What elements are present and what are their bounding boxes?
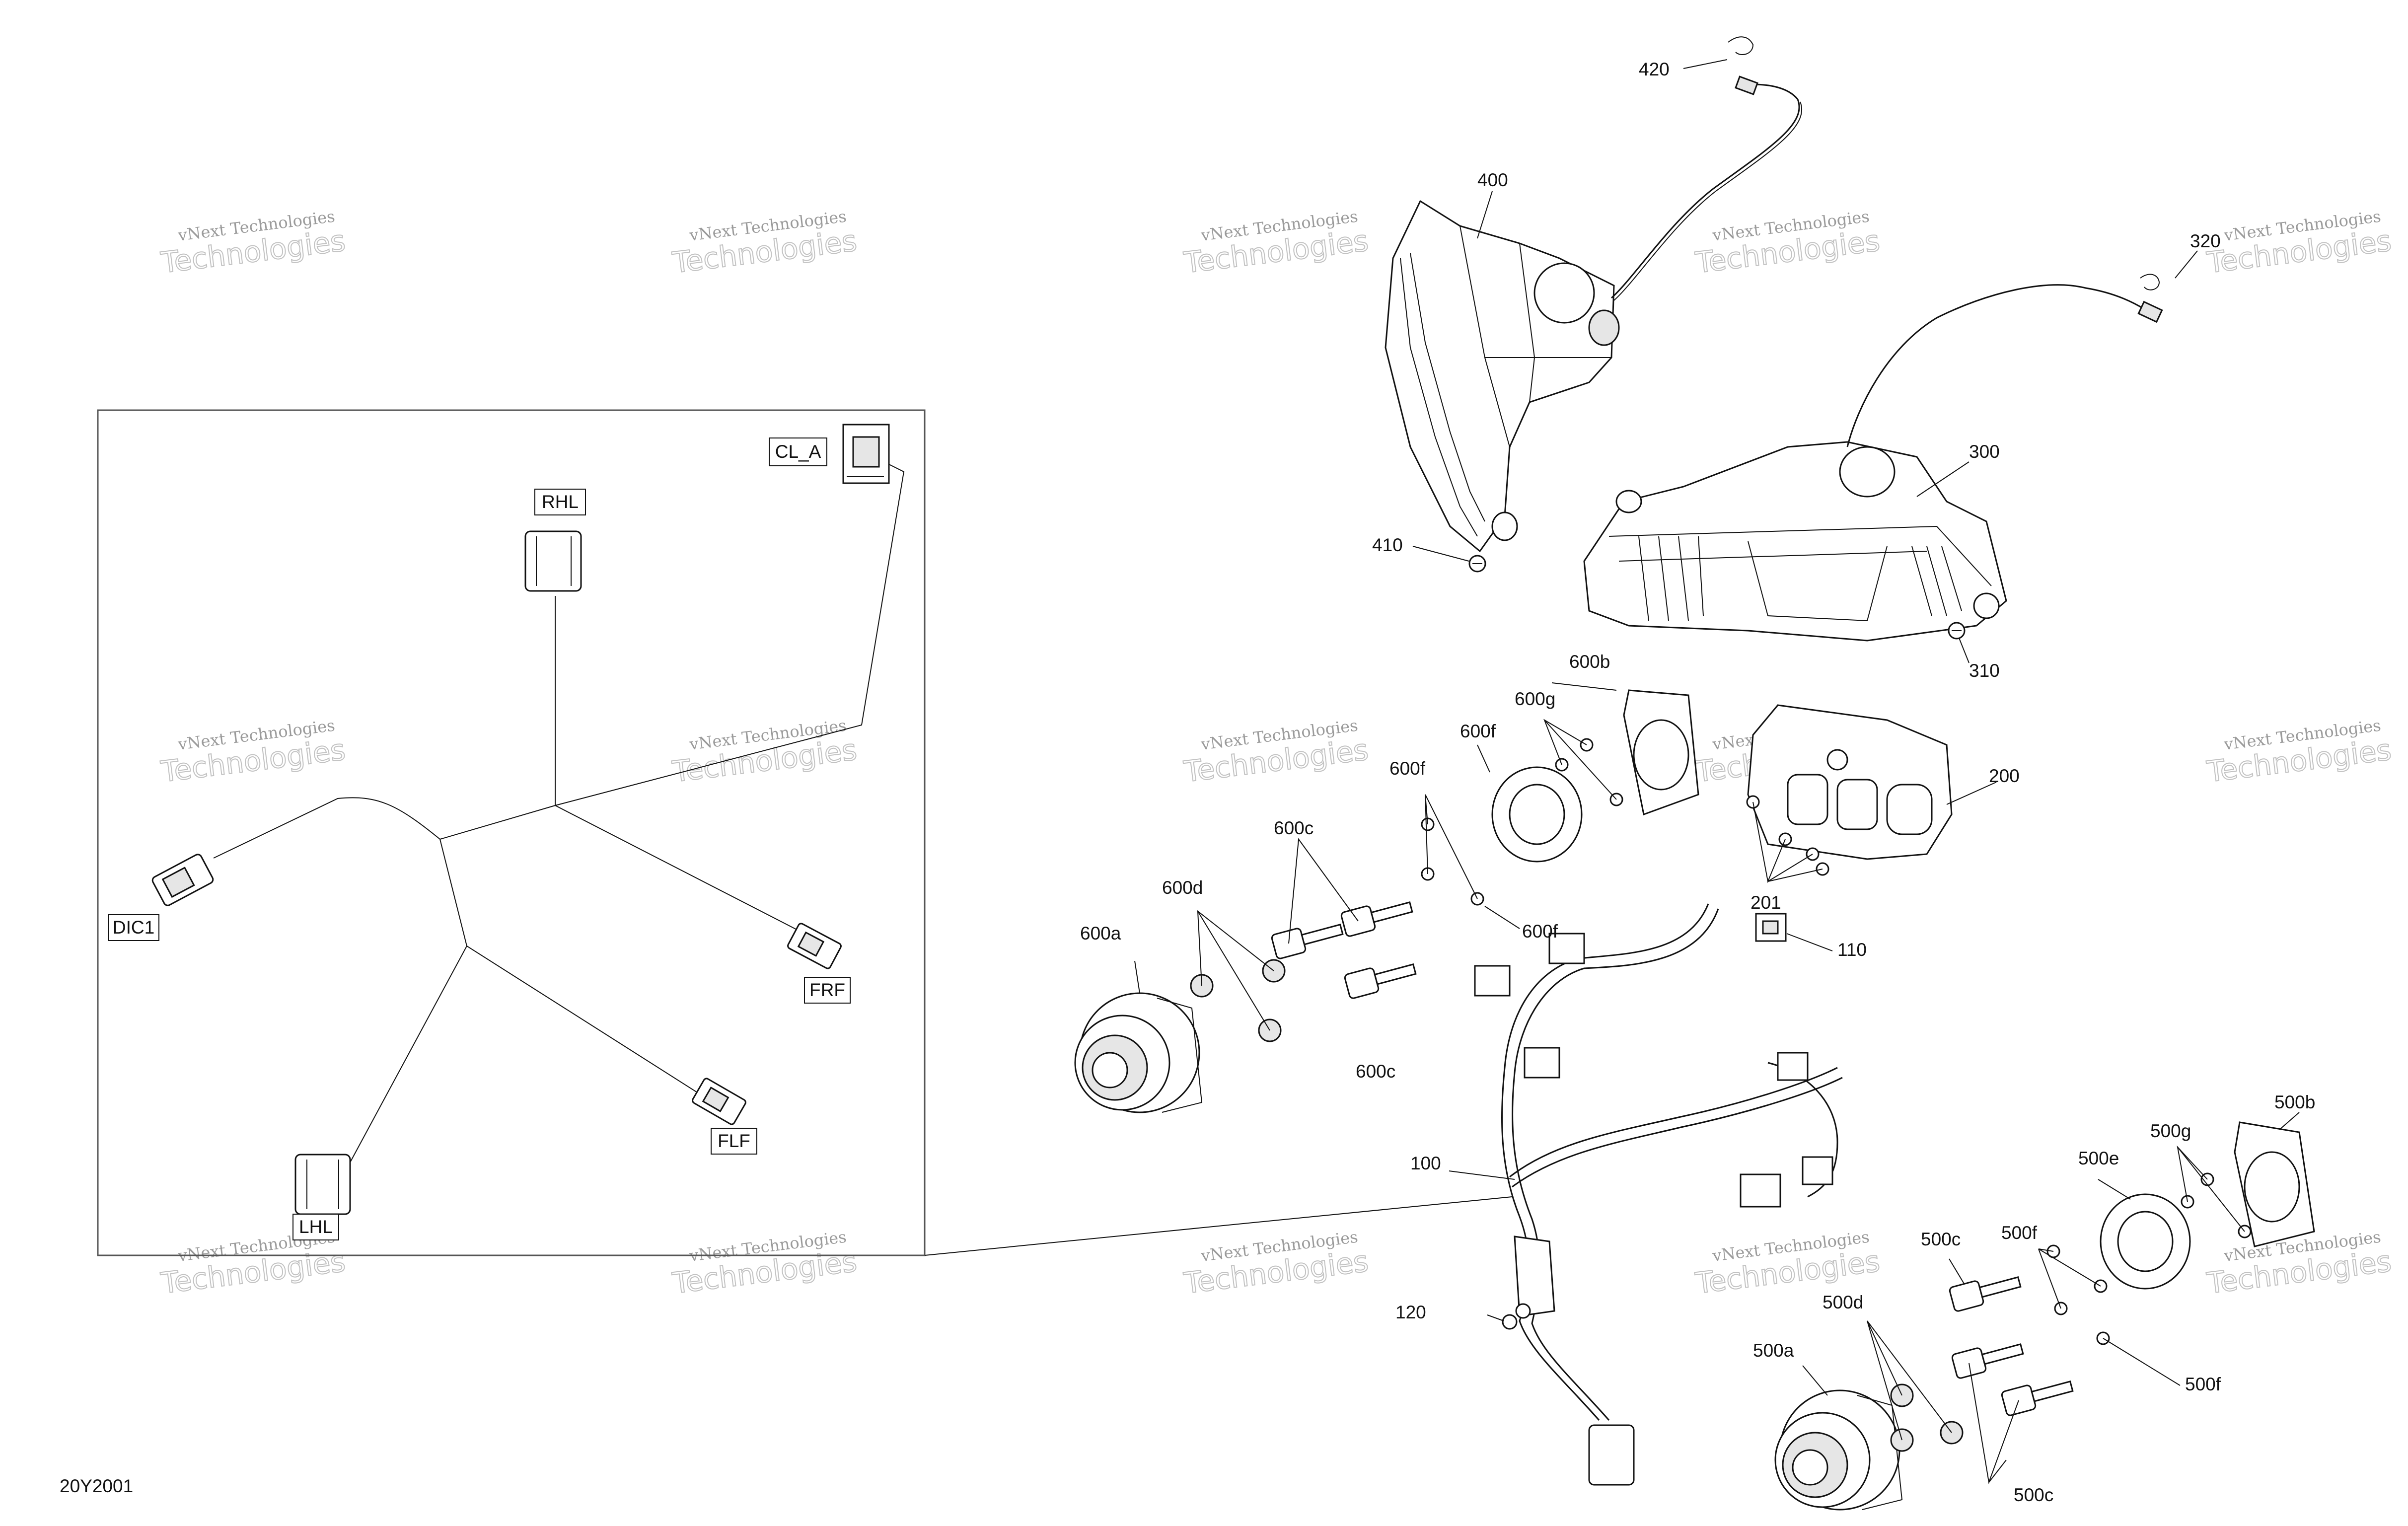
callout-500a: 500a	[1753, 1340, 1794, 1361]
callout-320: 320	[2190, 231, 2221, 251]
callout-600c: 600c	[1274, 818, 1313, 838]
leader-lines	[1134, 59, 2300, 1484]
label-rhl-text: RHL	[542, 492, 579, 512]
label-cl-a-text: CL_A	[775, 441, 821, 462]
callout-420: 420	[1639, 59, 1670, 79]
gasket-500b	[2234, 1121, 2315, 1247]
screws-600f-600g	[1421, 738, 1829, 906]
branch-flf	[439, 839, 706, 1098]
callout-410: 410	[1372, 535, 1403, 555]
screw-410	[1468, 555, 1486, 573]
harness-100	[1474, 903, 1843, 1486]
callout-500c: 500c	[2014, 1485, 2053, 1505]
callout-500e: 500e	[2078, 1148, 2119, 1168]
bulb-500c	[1949, 1276, 2074, 1416]
callout-201: 201	[1751, 892, 1781, 913]
callout-600a: 600a	[1080, 923, 1121, 944]
callout-200: 200	[1989, 766, 2020, 786]
callout-600c: 600c	[1356, 1061, 1395, 1082]
connector-110	[1755, 913, 1787, 942]
callout-120: 120	[1395, 1302, 1426, 1322]
diagram-code: 20Y2001	[60, 1476, 133, 1496]
label-lhl-text: LHL	[299, 1217, 333, 1237]
callout-600g: 600g	[1515, 689, 1555, 709]
label-flf: FLF	[711, 1128, 757, 1155]
label-frf-text: FRF	[809, 980, 845, 1000]
connector-dic1	[151, 854, 214, 906]
branch-lhl	[347, 945, 467, 1167]
callout-600f: 600f	[1389, 758, 1426, 779]
foglight-600a	[1074, 992, 1203, 1113]
inset-frame	[97, 409, 926, 1256]
label-cl-a: CL_A	[769, 437, 827, 466]
watermark-layer: vNext Technologies Technologies vNext Te…	[158, 207, 2394, 1301]
harness-main-connector	[1588, 1424, 1635, 1486]
callout-600f: 600f	[1460, 721, 1496, 741]
callout-500g: 500g	[2150, 1121, 2191, 1141]
connector-lhl	[294, 1154, 351, 1215]
callout-600b: 600b	[1569, 652, 1610, 672]
wiring-inset: CL_A RHL DIC1 FRF FLF LHL	[97, 409, 1513, 1256]
label-dic1: DIC1	[108, 914, 159, 941]
callout-500f: 500f	[2185, 1374, 2221, 1394]
branch-cl-a	[555, 464, 905, 806]
connector-frf	[787, 923, 842, 969]
callout-labels: 420 400 320 300 410 310 600b 600g 600f 6…	[1080, 59, 2315, 1505]
connector-flf	[692, 1078, 746, 1125]
connector-cl-a	[842, 424, 890, 484]
ring-500e	[2100, 1193, 2191, 1290]
callout-500d: 500d	[1823, 1292, 1863, 1312]
foglight-500a	[1774, 1389, 1903, 1511]
label-dic1-text: DIC1	[113, 917, 154, 938]
callout-400: 400	[1477, 170, 1508, 190]
seal-600d	[1190, 959, 1286, 1042]
headlight-400	[1385, 36, 1803, 553]
housing-200	[1747, 704, 1953, 860]
ring-600e	[1491, 766, 1583, 863]
callout-110: 110	[1837, 940, 1867, 960]
gasket-600b	[1623, 689, 1699, 816]
screw-120	[1502, 1314, 1518, 1330]
callout-600d: 600d	[1162, 877, 1203, 898]
branch-dic1	[213, 797, 440, 859]
label-frf: FRF	[804, 977, 851, 1004]
headlight-300	[1583, 274, 2163, 642]
callout-300: 300	[1969, 441, 2000, 462]
callout-600f: 600f	[1522, 921, 1558, 942]
bulb-600c	[1271, 901, 1417, 999]
label-rhl: RHL	[534, 489, 586, 515]
callout-500c: 500c	[1921, 1229, 1961, 1249]
callout-500f: 500f	[2001, 1223, 2038, 1243]
label-lhl: LHL	[292, 1214, 339, 1240]
connector-rhl	[524, 530, 582, 592]
callout-500b: 500b	[2274, 1092, 2315, 1112]
screw-310	[1948, 622, 1966, 640]
label-flf-text: FLF	[718, 1131, 750, 1151]
inset-leader	[924, 1196, 1513, 1256]
branch-frf	[439, 804, 805, 934]
callout-100: 100	[1410, 1153, 1441, 1173]
callout-310: 310	[1969, 660, 2000, 681]
